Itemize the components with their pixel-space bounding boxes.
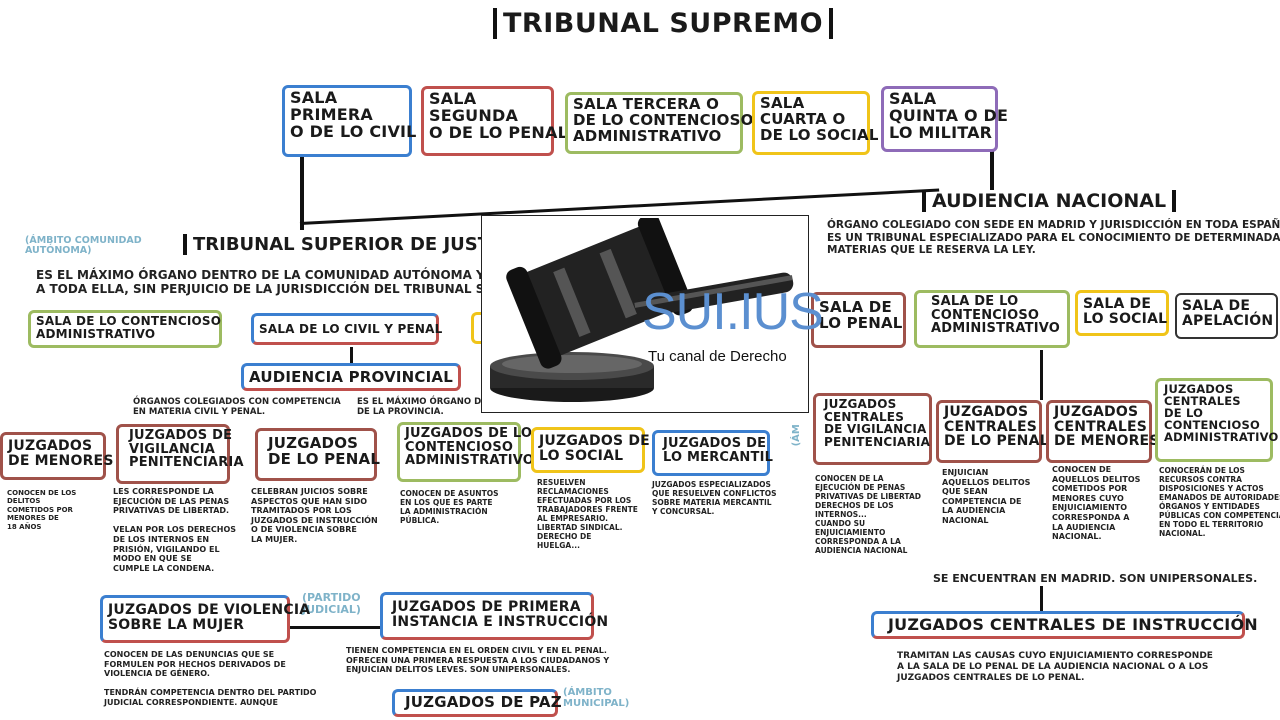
tsj-sala-social-fragment <box>471 312 485 344</box>
an-sala-contencioso: SALA DE LO CONTENCIOSO ADMINISTRATIVO <box>914 290 1070 348</box>
sala-tercera-contencioso: SALA TERCERA O DE LO CONTENCIOSO ADMINIS… <box>565 92 753 154</box>
an-madrid-note: SE ENCUENTRAN EN MADRID. SON UNIPERSONAL… <box>933 572 1258 585</box>
sala-segunda-penal: SALA SEGUNDA O DE LO PENAL <box>421 86 568 156</box>
connector-line <box>350 347 353 363</box>
sala-quinta-militar: SALA QUINTA O DE LO MILITAR <box>881 86 1008 152</box>
juzgados-contencioso: JUZGADOS DE LO CONTENCIOSO ADMINISTRATIV… <box>397 422 534 482</box>
an-sala-penal: SALA DE LO PENAL <box>811 292 906 348</box>
juzgados-contencioso-desc: CONOCEN DE ASUNTOS EN LOS QUE ES PARTE L… <box>400 489 499 525</box>
connector-line <box>290 626 382 629</box>
sala-primera-civil: SALA PRIMERA O DE LO CIVIL <box>282 85 416 157</box>
paz-ambito-note: (ÁMBITO MUNICIPAL) <box>563 687 630 709</box>
gavel-icon <box>490 218 794 402</box>
an-sala-apelacion: SALA DE APELACIÓN <box>1175 293 1278 339</box>
violencia-desc: CONOCEN DE LAS DENUNCIAS QUE SE FORMULEN… <box>104 650 317 707</box>
logo-tagline: Tu canal de Derecho <box>648 348 787 365</box>
jc-vigilancia-desc: CONOCEN DE LA EJECUCIÓN DE PENAS PRIVATI… <box>815 474 921 555</box>
sala-cuarta-social: SALA CUARTA O DE LO SOCIAL <box>752 91 878 155</box>
juzgados-primera-instancia: JUZGADOS DE PRIMERA INSTANCIA E INSTRUCC… <box>380 592 608 640</box>
connector-line <box>1040 586 1043 614</box>
juzgados-mercantil: JUZGADOS DE LO MERCANTIL <box>652 430 773 476</box>
juzgados-social-desc: RESUELVEN RECLAMACIONES EFECTUADAS POR L… <box>537 478 638 550</box>
audiencia-nacional-desc: ÓRGANO COLEGIADO CON SEDE EN MADRID Y JU… <box>827 219 1280 257</box>
juzgados-centrales-contencioso: JUZGADOS CENTRALES DE LO CONTENCIOSO ADM… <box>1155 378 1278 462</box>
logo-brand: SUI.IUS <box>642 283 824 341</box>
jc-menores-desc: CONOCEN DE AQUELLOS DELITOS COMETIDOS PO… <box>1052 465 1141 542</box>
tsj-ambito-note: (ÁMBITO COMUNIDAD AUTÓNOMA) <box>25 235 142 256</box>
an-ambito-note: (ÁM <box>790 424 802 447</box>
partido-judicial-note: (PARTIDO JUDICIAL) <box>302 591 361 616</box>
juzgados-paz: JUZGADOS DE PAZ <box>392 689 562 717</box>
juzgados-centrales-penal: JUZGADOS CENTRALES DE LO PENAL <box>936 400 1049 463</box>
juzgados-menores: JUZGADOS DE MENORES <box>0 432 113 480</box>
tsj-sala-civil-penal: SALA DE LO CIVIL Y PENAL <box>251 313 442 345</box>
tsj-sala-contencioso: SALA DE LO CONTENCIOSO ADMINISTRATIVO <box>28 310 222 348</box>
juzgados-mercantil-desc: JUZGADOS ESPECIALIZADOS QUE RESUELVEN CO… <box>652 480 777 516</box>
an-sala-social: SALA DE LO SOCIAL <box>1075 290 1169 336</box>
audiencia-provincial-desc: ÓRGANOS COLEGIADOS CON COMPETENCIA EN MA… <box>133 397 341 418</box>
juzgados-vigilancia-desc: LES CORRESPONDE LA EJECUCIÓN DE LAS PENA… <box>113 487 237 573</box>
juzgados-centrales-vigilancia: JUZGADOS CENTRALES DE VIGILANCIA PENITEN… <box>813 393 932 465</box>
juzgados-centrales-menores: JUZGADOS CENTRALES DE MENORES <box>1046 400 1159 463</box>
juzgados-penal-desc: CELEBRAN JUICIOS SOBRE ASPECTOS QUE HAN … <box>251 487 378 544</box>
juzgados-violencia-mujer: JUZGADOS DE VIOLENCIA SOBRE LA MUJER <box>100 595 310 643</box>
jc-instruccion-desc: TRAMITAN LAS CAUSAS CUYO ENJUICIAMIENTO … <box>897 651 1213 683</box>
connector-line <box>1040 350 1043 400</box>
jc-penal-desc: ENJUICIAN AQUELLOS DELITOS QUE SEAN COMP… <box>942 468 1031 525</box>
primera-instancia-desc: TIENEN COMPETENCIA EN EL ORDEN CIVIL Y E… <box>346 646 610 675</box>
channel-logo-card: SUI.IUS Tu canal de Derecho <box>481 215 824 413</box>
juzgados-penal: JUZGADOS DE LO PENAL <box>255 428 380 481</box>
page-title: TRIBUNAL SUPREMO <box>493 8 834 39</box>
juzgados-centrales-instruccion: JUZGADOS CENTRALES DE INSTRUCCIÓN <box>871 611 1258 639</box>
juzgados-menores-desc: CONOCEN DE LOS DELITOS COMETIDOS POR MEN… <box>7 489 77 531</box>
audiencia-provincial: AUDIENCIA PROVINCIAL <box>241 363 461 391</box>
audiencia-provincial-desc-right: ES EL MÁXIMO ÓRGANO DE DE LA PROVINCIA. <box>357 397 487 418</box>
audiencia-nacional-title: AUDIENCIA NACIONAL <box>922 190 1177 212</box>
connector-line <box>990 150 994 190</box>
juzgados-vigilancia-penitenciaria: JUZGADOS DE VIGILANCIA PENITENCIARIA <box>116 424 244 484</box>
jc-contencioso-desc: CONOCERÁN DE LOS RECURSOS CONTRA DISPOSI… <box>1159 466 1280 538</box>
connector-line <box>300 155 304 230</box>
juzgados-social: JUZGADOS DE LO SOCIAL <box>531 427 650 473</box>
